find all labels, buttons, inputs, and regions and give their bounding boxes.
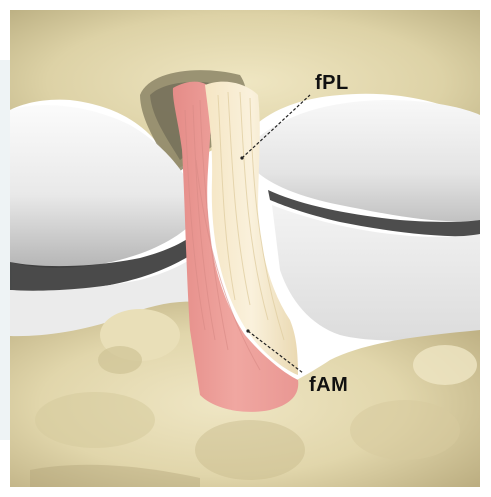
- label-fpl: fPL: [315, 73, 349, 93]
- label-fam: fAM: [309, 375, 348, 395]
